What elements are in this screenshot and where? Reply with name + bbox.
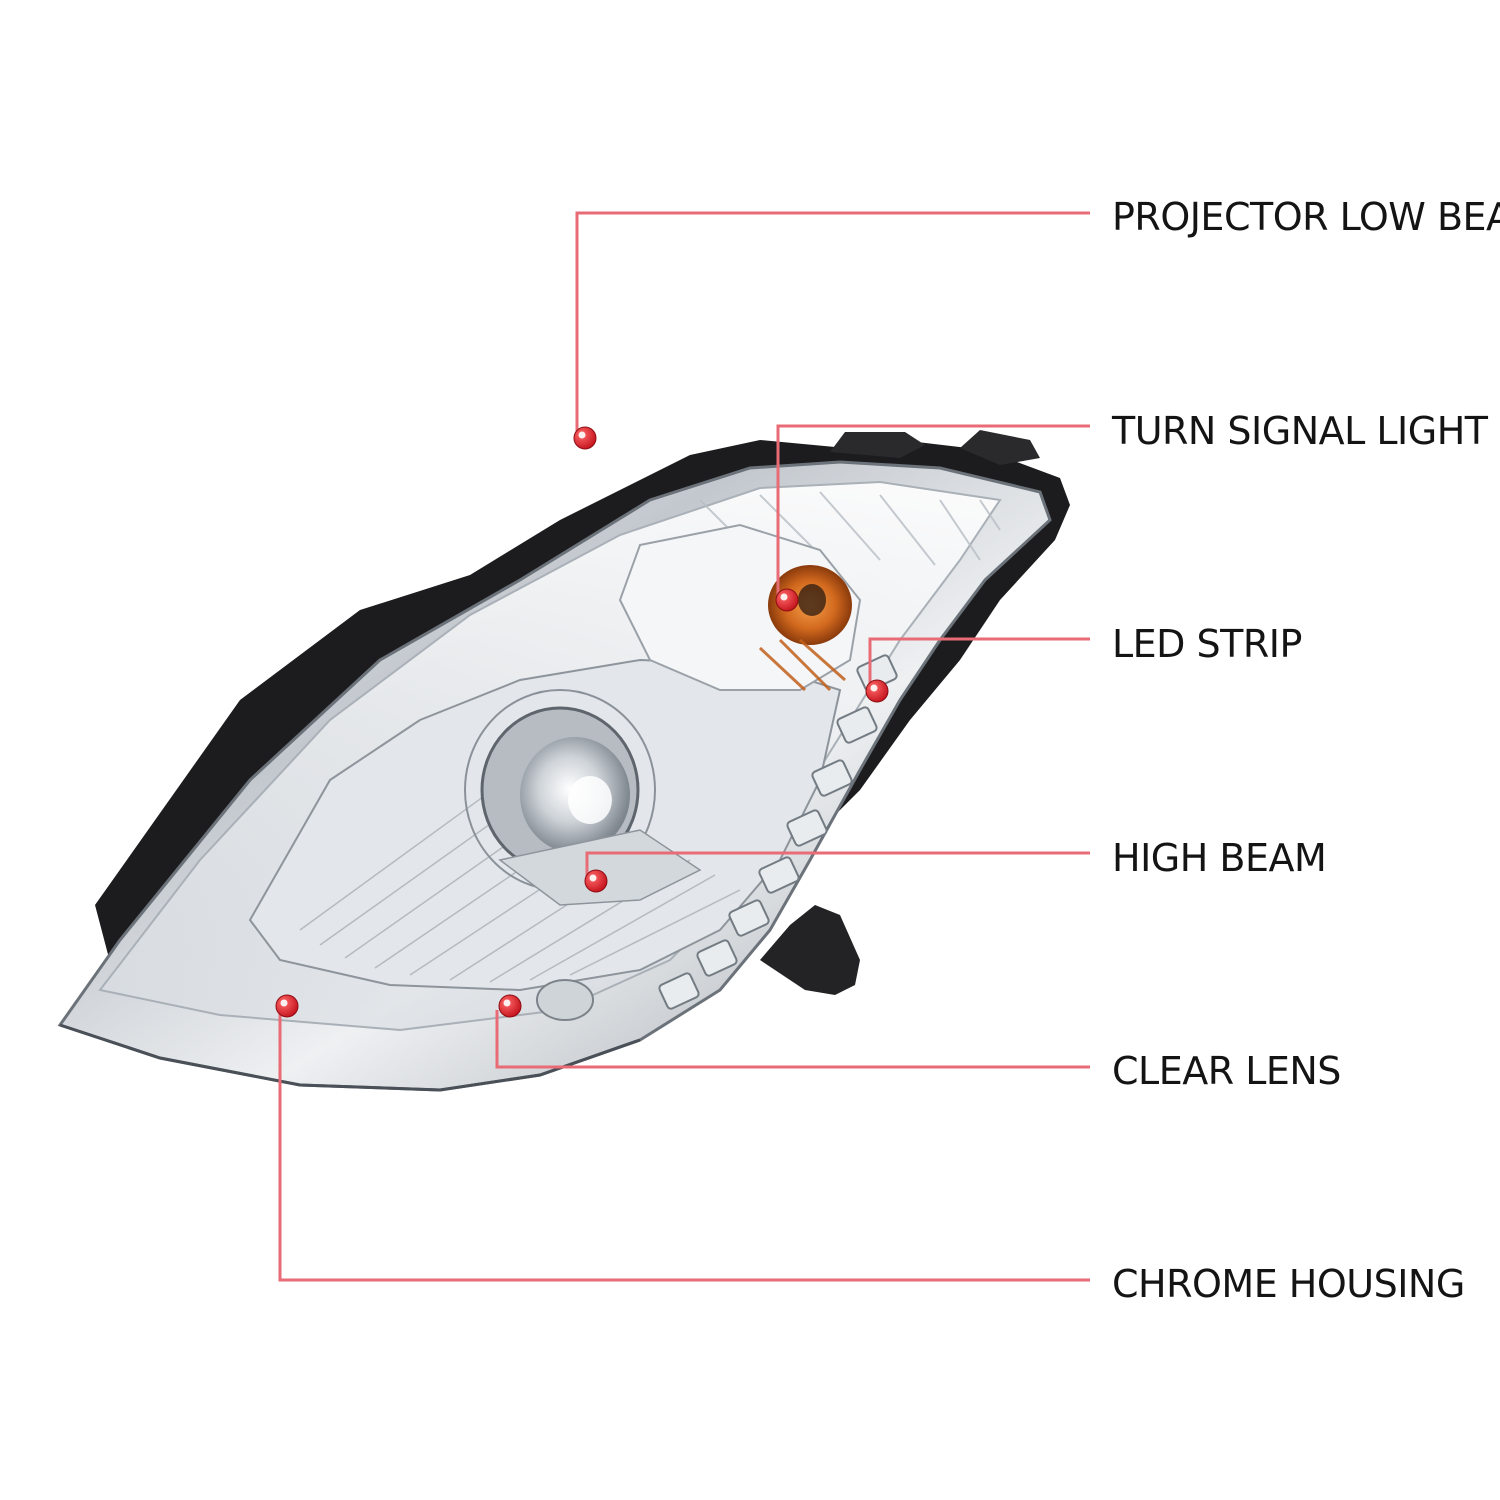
callout-label-led-strip: LED STRIP: [1112, 622, 1302, 666]
mounting-bracket: [760, 905, 860, 995]
marker-dot-turn-signal-light: [775, 588, 799, 612]
leader-line-clear-lens: [495, 1010, 1090, 1069]
callout-label-projector-low-beam: PROJECTOR LOW BEAM: [1112, 195, 1500, 239]
marker-dot-clear-lens: [498, 994, 522, 1018]
projector-lens: [464, 689, 656, 891]
leader-line-led-strip: [868, 637, 1090, 690]
leader-line-chrome-housing: [278, 1010, 1090, 1282]
marker-dot-high-beam: [584, 869, 608, 893]
leader-line-turn-signal-light: [776, 424, 1090, 600]
leader-line-high-beam: [585, 851, 1090, 880]
projector-shroud: [498, 829, 702, 906]
led-strip-units: [658, 654, 898, 1010]
lower-chrome-detail: [536, 979, 594, 1021]
callout-label-turn-signal-light: TURN SIGNAL LIGHT: [1111, 409, 1489, 453]
mounting-tab: [960, 430, 1040, 465]
callout-label-clear-lens: CLEAR LENS: [1112, 1049, 1341, 1093]
marker-dot-chrome-housing: [275, 994, 299, 1018]
callout-label-chrome-housing: CHROME HOUSING: [1112, 1262, 1465, 1306]
mounting-tab: [830, 432, 925, 458]
headlight-image: [57, 430, 1070, 1092]
marker-dot-projector-low-beam: [573, 426, 597, 450]
marker-dot-led-strip: [865, 679, 889, 703]
leader-line-projector-low-beam: [575, 211, 1090, 440]
callout-label-high-beam: HIGH BEAM: [1112, 836, 1326, 880]
